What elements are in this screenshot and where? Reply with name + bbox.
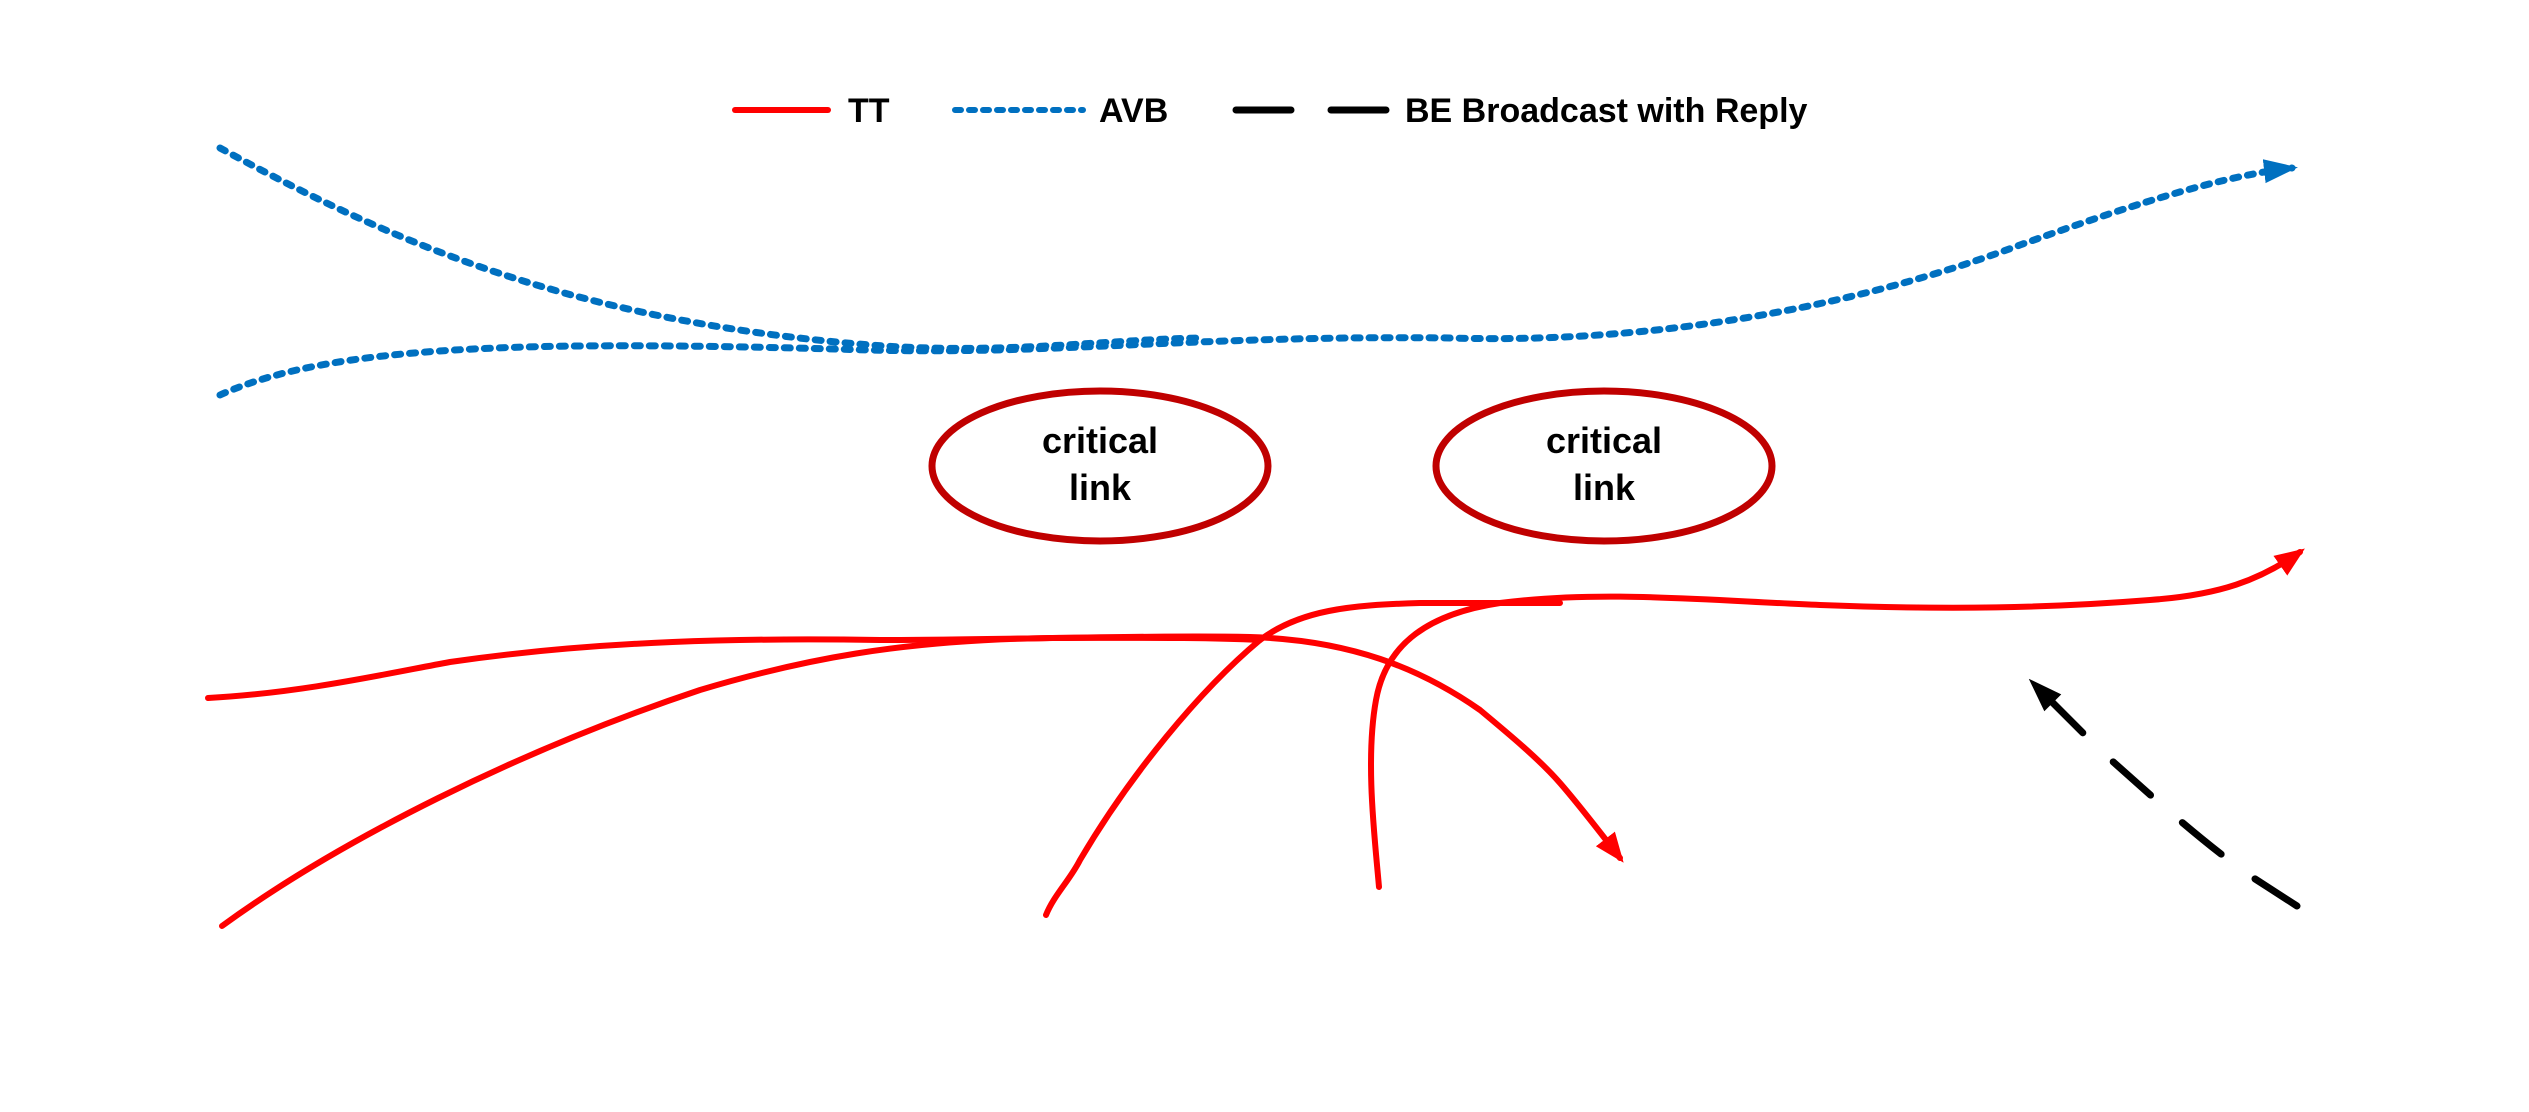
tt-flows xyxy=(205,548,2305,929)
critical-link-label-line2: link xyxy=(1573,467,1636,508)
critical-link-label-line1: critical xyxy=(1042,420,1158,461)
critical-link-left: critical link xyxy=(928,387,1272,545)
tt-flow-center-b xyxy=(1368,548,2305,890)
critical-link-label-line1: critical xyxy=(1546,420,1662,461)
avb-flows xyxy=(216,144,2298,399)
critical-link-ellipse xyxy=(928,387,1272,545)
be-flow-reply xyxy=(2028,678,2301,910)
critical-link-right: critical link xyxy=(1432,387,1776,545)
tt-flow-upper-left xyxy=(205,633,1624,863)
tt-flow-lower-left xyxy=(219,634,1263,929)
legend-avb-label: AVB xyxy=(1099,92,1168,130)
avb-flow-bottom-left xyxy=(216,159,2298,399)
legend-tt-label: TT xyxy=(848,92,890,130)
be-flows xyxy=(2028,678,2301,910)
legend-be-label: BE Broadcast with Reply xyxy=(1405,92,1808,130)
tt-flow-center-a xyxy=(1043,599,1563,918)
legend: TT AVB BE Broadcast with Reply xyxy=(732,92,1808,130)
critical-link-ellipse xyxy=(1432,387,1776,545)
critical-link-label-line2: link xyxy=(1069,467,1132,508)
avb-flow-top-left xyxy=(216,144,1204,352)
